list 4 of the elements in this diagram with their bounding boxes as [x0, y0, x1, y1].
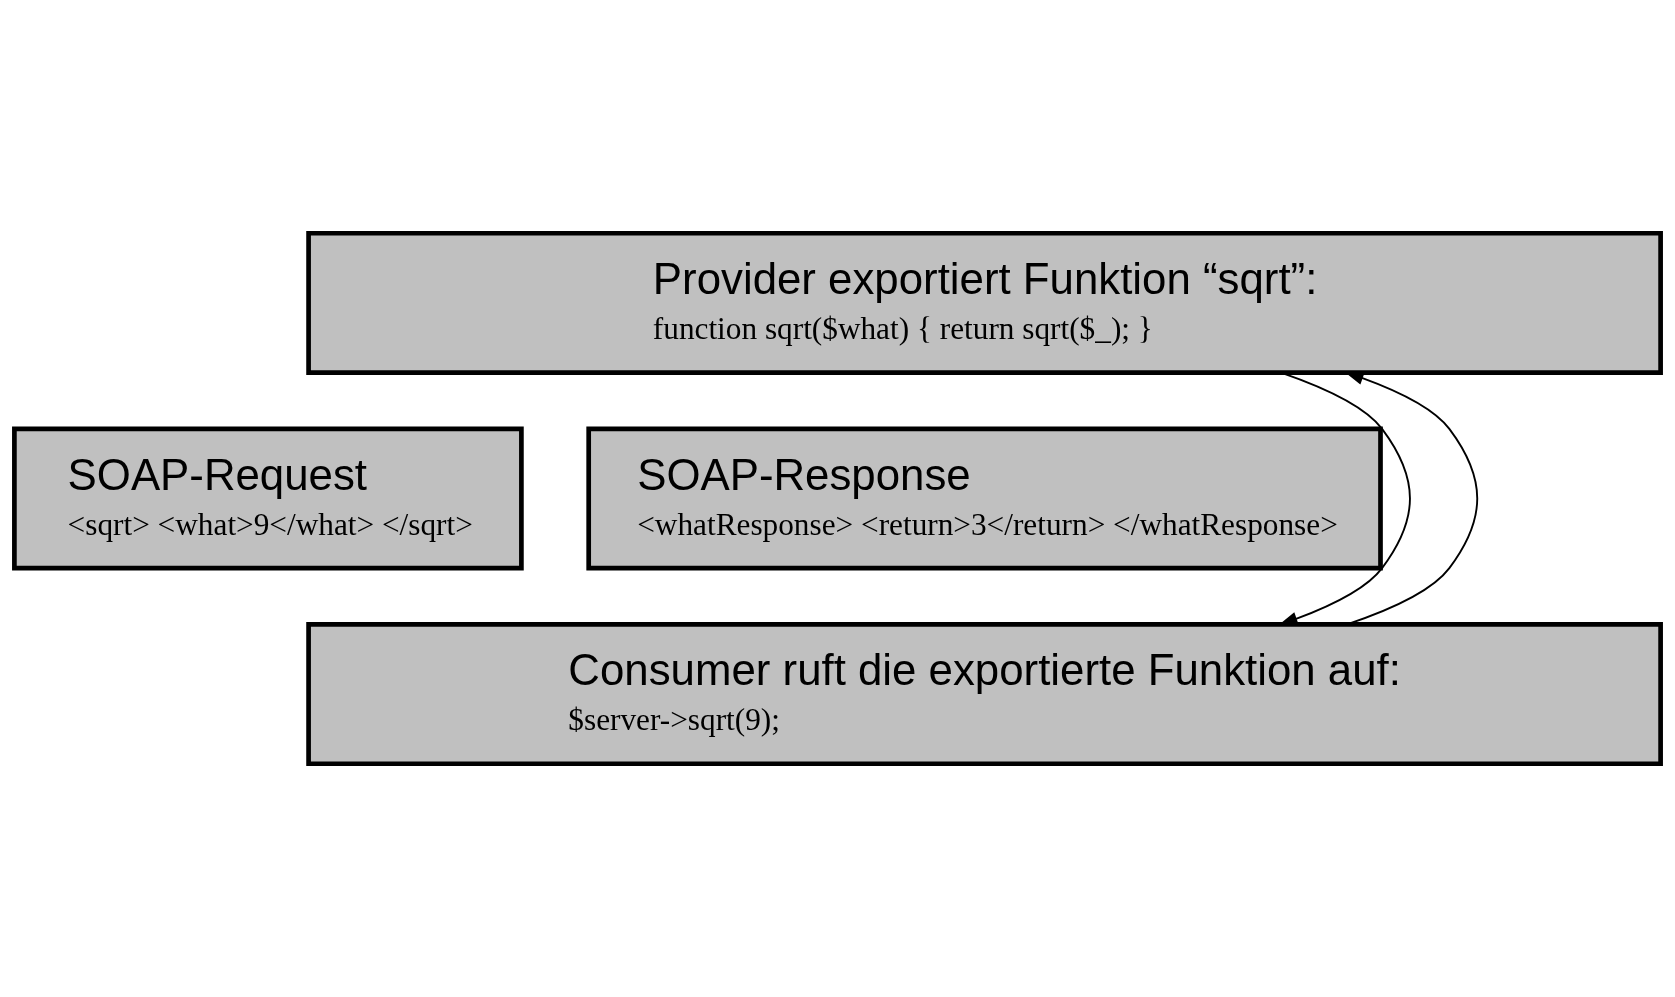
node-box: Provider exportiert Funktion “sqrt”: function sqrt($what) { return sqrt($_); }: [306, 230, 1663, 375]
node-box: SOAP-Response <whatResponse> <return>3</return> </whatResponse>: [586, 426, 1383, 571]
node-box: SOAP-Request <sqrt> <what>9</what> </sqrt>: [12, 426, 524, 571]
node-box: Consumer ruft die exportierte Funktion auf: $server->sqrt(9);: [306, 622, 1663, 767]
